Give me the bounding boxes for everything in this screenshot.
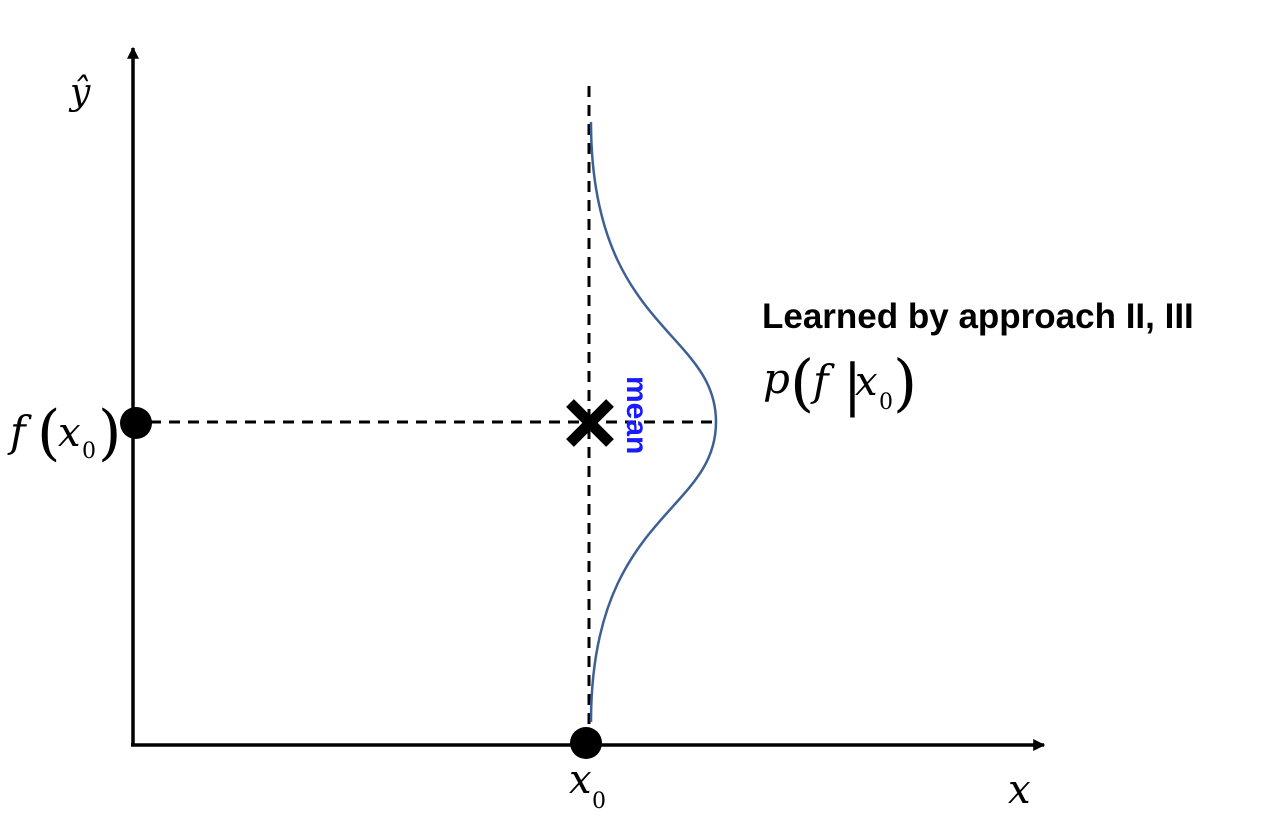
dist-close-paren: ): [893, 346, 917, 419]
f-x0-var: x: [58, 410, 81, 456]
dist-open-paren: (: [790, 346, 814, 419]
f-x0-close-paren: ): [98, 398, 121, 468]
approach-title: Learned by approach II, III: [762, 297, 1194, 336]
x0-tick-label: x: [569, 757, 592, 803]
y-axis-label: ŷ: [68, 72, 91, 113]
f-x0-point-marker: [120, 407, 152, 439]
dist-subscript: 0: [879, 390, 893, 415]
x0-tick-subscript: 0: [592, 789, 606, 814]
f-x0-subscript: 0: [82, 439, 96, 464]
gaussian-curve: [589, 121, 718, 723]
dist-var: x: [855, 359, 878, 405]
dist-p: p: [763, 354, 790, 403]
x0-point-marker: [570, 727, 602, 759]
f-x0-open-paren: (: [37, 398, 60, 468]
x-axis-label: x: [1008, 767, 1031, 813]
dist-bar: |: [843, 353, 862, 418]
f-x0-func: f: [7, 407, 32, 456]
mean-label: mean: [620, 376, 653, 454]
mean-cross-marker: [566, 399, 614, 447]
dist-f: f: [810, 356, 835, 405]
